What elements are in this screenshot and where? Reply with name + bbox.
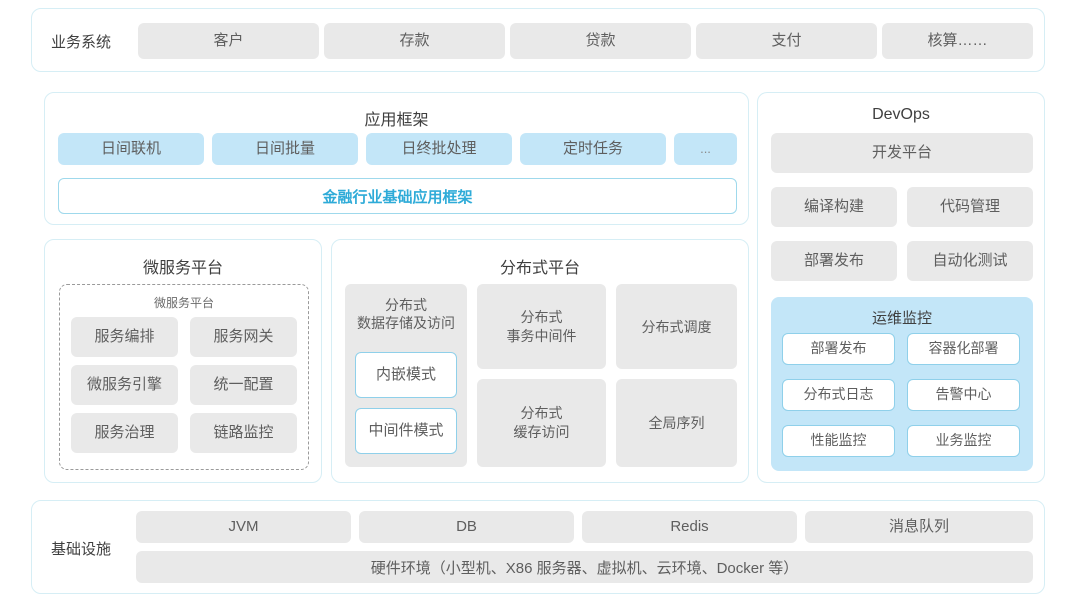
app-framework-tag-eod-batch[interactable]: 日终批处理 xyxy=(366,133,512,165)
business-item-customer[interactable]: 客户 xyxy=(138,23,319,59)
microservice-item-trace-monitor[interactable]: 链路监控 xyxy=(190,413,297,453)
business-layer-label: 业务系统 xyxy=(51,33,112,51)
distributed-storage-mode-middleware[interactable]: 中间件模式 xyxy=(355,408,457,454)
ops-monitor-item-business-monitor[interactable]: 业务监控 xyxy=(907,425,1020,457)
ops-monitor-title: 运维监控 xyxy=(871,310,932,327)
distributed-card-cache-access-line1: 分布式 xyxy=(520,405,563,422)
distributed-card-scheduling[interactable]: 分布式调度 xyxy=(616,284,737,369)
microservice-item-engine[interactable]: 微服务引擎 xyxy=(71,365,178,405)
microservice-item-unified-config[interactable]: 统一配置 xyxy=(190,365,297,405)
business-item-loan[interactable]: 贷款 xyxy=(510,23,691,59)
ops-monitor-item-distributed-log[interactable]: 分布式日志 xyxy=(782,379,895,411)
microservice-item-governance[interactable]: 服务治理 xyxy=(71,413,178,453)
ops-monitor-item-deploy-release[interactable]: 部署发布 xyxy=(782,333,895,365)
app-framework-tag-daytime-online[interactable]: 日间联机 xyxy=(58,133,204,165)
devops-item-code-management[interactable]: 代码管理 xyxy=(907,187,1033,227)
app-framework-tag-daytime-batch[interactable]: 日间批量 xyxy=(212,133,358,165)
microservice-inner-title: 微服务平台 xyxy=(153,296,214,310)
app-framework-panel: 应用框架 日间联机 日间批量 日终批处理 定时任务 ... 金融行业基础应用框架 xyxy=(44,92,749,225)
microservice-platform-title: 微服务平台 xyxy=(142,260,223,277)
business-item-payment[interactable]: 支付 xyxy=(696,23,877,59)
app-framework-tag-scheduled-task[interactable]: 定时任务 xyxy=(520,133,666,165)
infrastructure-item-message-queue[interactable]: 消息队列 xyxy=(805,511,1033,543)
distributed-storage-mode-embedded[interactable]: 内嵌模式 xyxy=(355,352,457,398)
distributed-card-transaction-middleware-line2: 事务中间件 xyxy=(506,327,577,344)
microservice-inner-dashed-box: 微服务平台 服务编排 服务网关 微服务引擎 统一配置 服务治理 链路监控 xyxy=(59,284,309,470)
finance-base-framework-bar[interactable]: 金融行业基础应用框架 xyxy=(58,178,737,214)
microservice-platform-panel: 微服务平台 微服务平台 服务编排 服务网关 微服务引擎 统一配置 服务治理 链路… xyxy=(44,239,322,483)
distributed-card-transaction-middleware[interactable]: 分布式 事务中间件 xyxy=(477,284,606,369)
business-layer-panel: 业务系统 客户 存款 贷款 支付 核算…… xyxy=(31,8,1045,72)
infrastructure-item-jvm[interactable]: JVM xyxy=(136,511,351,543)
distributed-card-cache-access[interactable]: 分布式 缓存访问 xyxy=(477,379,606,467)
devops-title: DevOps xyxy=(872,106,930,123)
app-framework-title: 应用框架 xyxy=(364,112,429,129)
business-item-accounting[interactable]: 核算…… xyxy=(882,23,1033,59)
distributed-card-transaction-middleware-line1: 分布式 xyxy=(520,308,563,325)
ops-monitor-box: 运维监控 部署发布 容器化部署 分布式日志 告警中心 性能监控 业务监控 xyxy=(771,297,1033,471)
ops-monitor-item-containerized-deploy[interactable]: 容器化部署 xyxy=(907,333,1020,365)
infrastructure-hardware-bar[interactable]: 硬件环境（小型机、X86 服务器、虚拟机、云环境、Docker 等） xyxy=(136,551,1033,583)
distributed-storage-title-line1: 分布式 xyxy=(385,297,427,313)
devops-panel: DevOps 开发平台 编译构建 代码管理 部署发布 自动化测试 运维监控 部署… xyxy=(757,92,1045,483)
infrastructure-panel: 基础设施 JVM DB Redis 消息队列 硬件环境（小型机、X86 服务器、… xyxy=(31,500,1045,594)
distributed-card-cache-access-line2: 缓存访问 xyxy=(513,424,570,440)
ops-monitor-item-alert-center[interactable]: 告警中心 xyxy=(907,379,1020,411)
microservice-item-orchestration[interactable]: 服务编排 xyxy=(71,317,178,357)
ops-monitor-item-performance-monitor[interactable]: 性能监控 xyxy=(782,425,895,457)
microservice-item-gateway[interactable]: 服务网关 xyxy=(190,317,297,357)
distributed-storage-card[interactable]: 分布式 数据存储及访问 内嵌模式 中间件模式 xyxy=(345,284,467,467)
devops-item-build[interactable]: 编译构建 xyxy=(771,187,897,227)
distributed-platform-panel: 分布式平台 分布式 数据存储及访问 内嵌模式 中间件模式 分布式 事务中间件 分… xyxy=(331,239,749,483)
business-item-deposit[interactable]: 存款 xyxy=(324,23,505,59)
infrastructure-item-db[interactable]: DB xyxy=(359,511,574,543)
distributed-platform-title: 分布式平台 xyxy=(499,260,580,277)
devops-item-dev-platform[interactable]: 开发平台 xyxy=(771,133,1033,173)
distributed-storage-title: 分布式 数据存储及访问 xyxy=(345,296,467,332)
infrastructure-item-redis[interactable]: Redis xyxy=(582,511,797,543)
infrastructure-label: 基础设施 xyxy=(51,540,112,558)
distributed-storage-title-line2: 数据存储及访问 xyxy=(357,315,455,332)
devops-item-deploy-release[interactable]: 部署发布 xyxy=(771,241,897,281)
distributed-card-global-sequence[interactable]: 全局序列 xyxy=(616,379,737,467)
app-framework-tag-more[interactable]: ... xyxy=(674,133,737,165)
devops-item-automated-test[interactable]: 自动化测试 xyxy=(907,241,1033,281)
